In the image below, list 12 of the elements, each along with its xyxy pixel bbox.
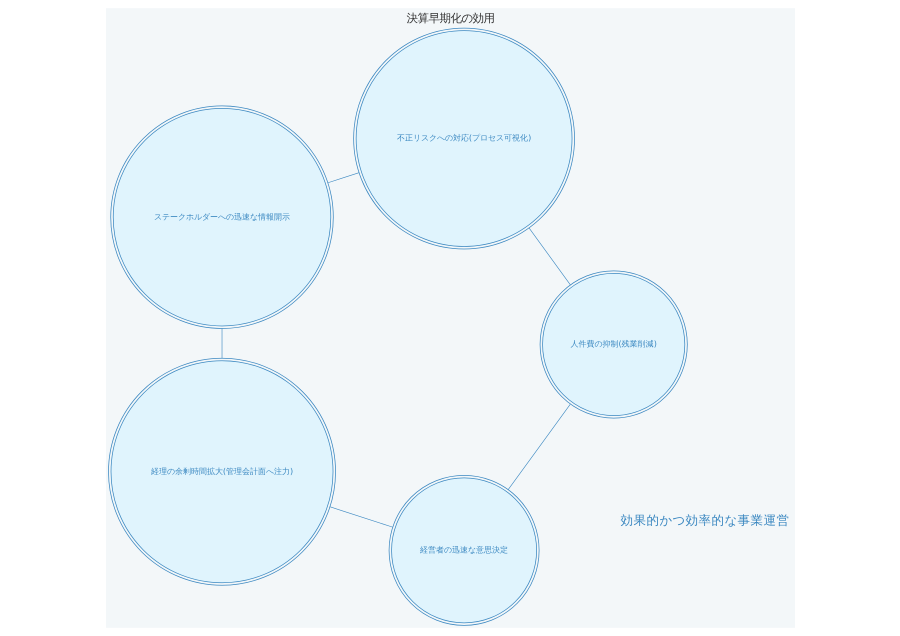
node-circle: ステークホルダーへの迅速な情報開示 xyxy=(110,106,334,329)
connector xyxy=(221,328,222,358)
node-circle: 経理の余剰時間拡大(管理会計面へ注力) xyxy=(108,358,336,586)
connector xyxy=(329,506,392,528)
connector xyxy=(528,228,570,286)
node-circle: 経営者の迅速な意思決定 xyxy=(388,474,539,626)
connector xyxy=(327,172,359,184)
node-circle: 人件費の抑制(残業削減) xyxy=(539,270,688,418)
connector xyxy=(508,404,570,490)
diagram-title: 決算早期化の効用 xyxy=(406,12,494,26)
label: 効果的かつ効率的な事業運営 xyxy=(620,512,789,528)
node-circle: 不正リスクへの対応(プロセス可視化) xyxy=(352,28,574,250)
